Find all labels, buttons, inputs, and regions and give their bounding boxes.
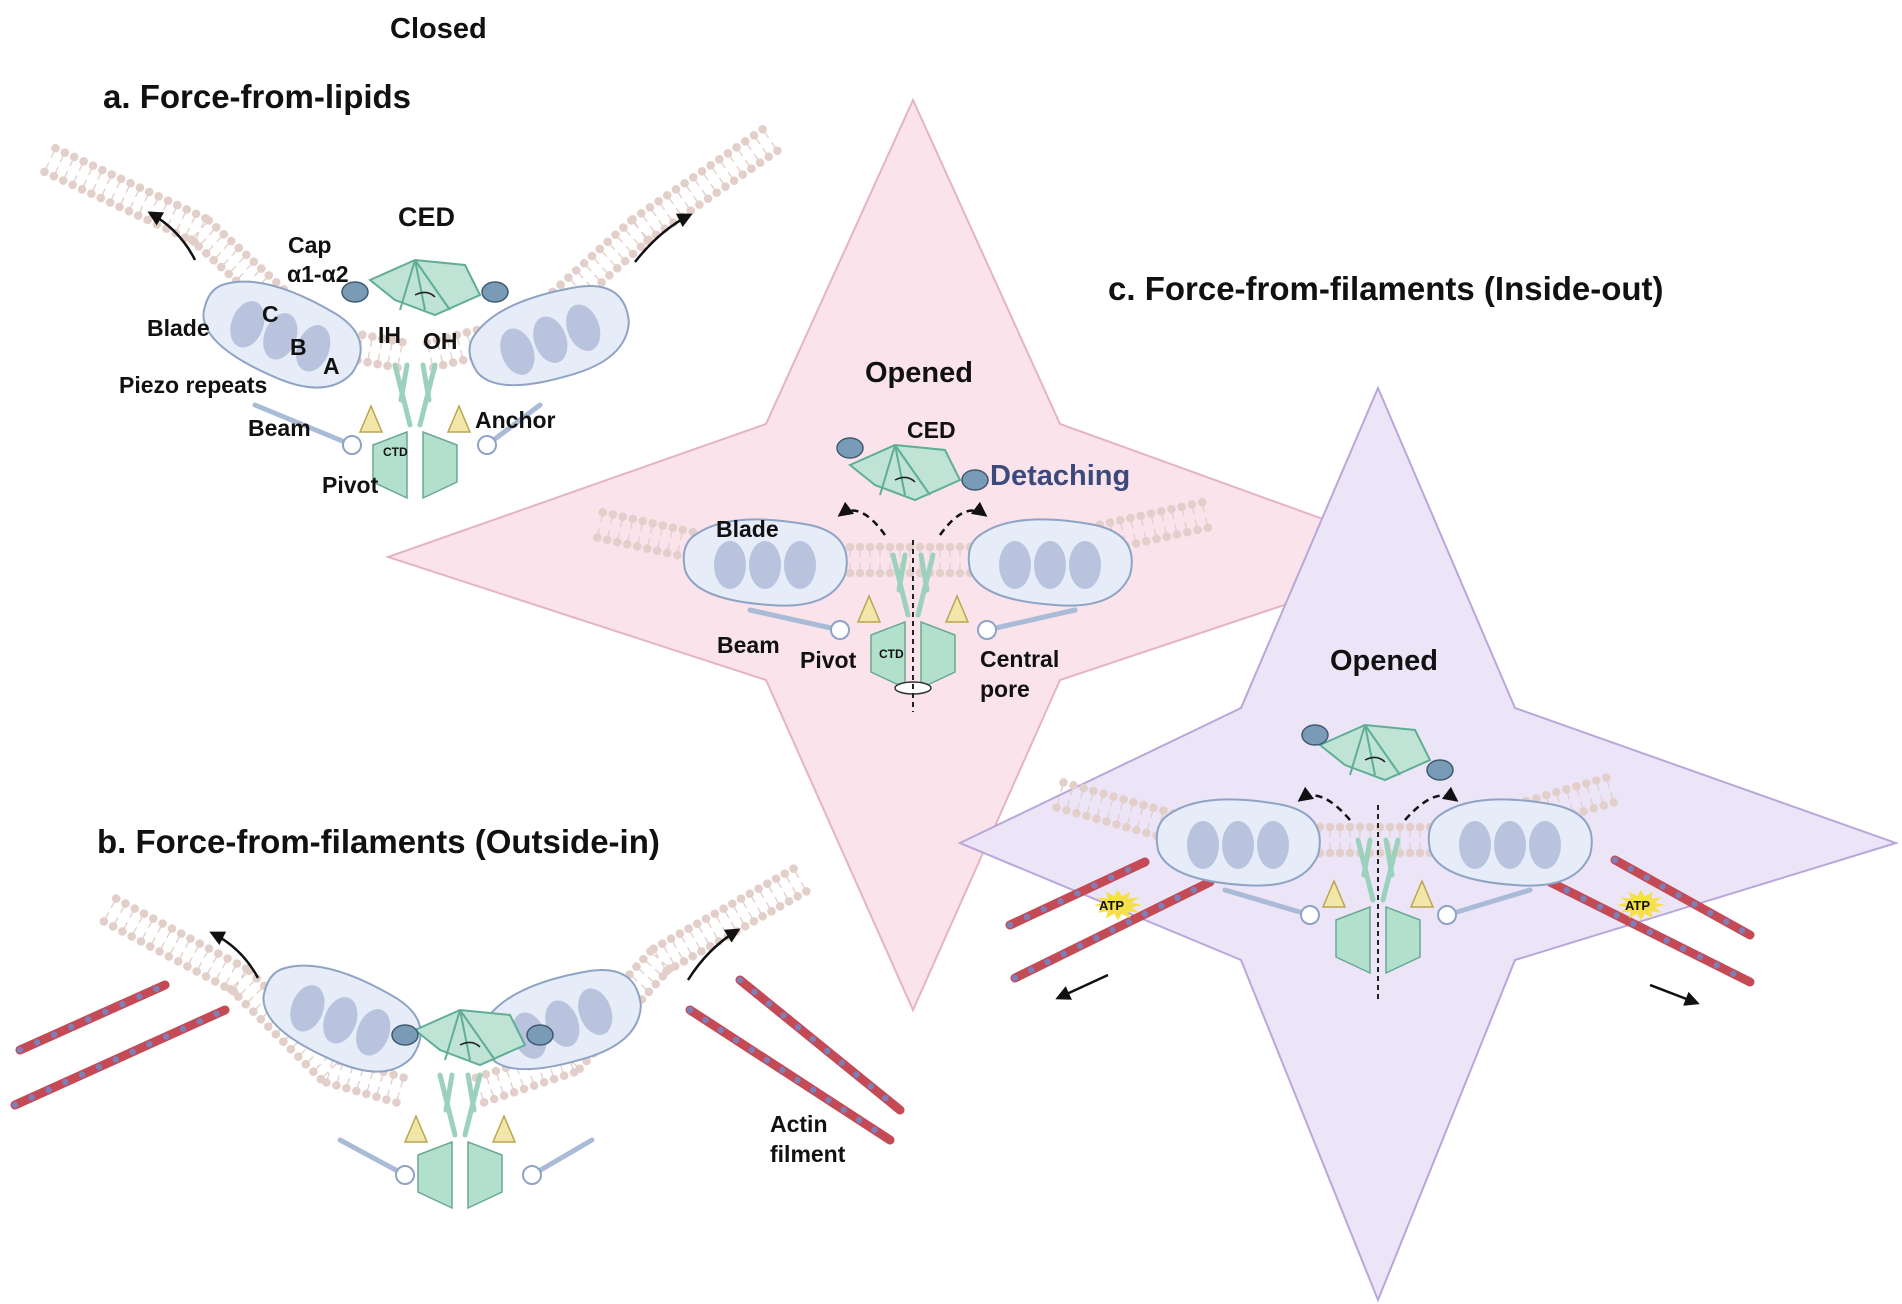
- anchor-label: Anchor: [475, 407, 556, 433]
- actin-label-line1: Actin: [770, 1111, 828, 1137]
- blade-open2-left: [1155, 798, 1321, 887]
- section-b-title: b. Force-from-filaments (Outside-in): [97, 823, 660, 860]
- opened-state-star-background: [384, 97, 1432, 1013]
- central-pore-label-line1: Central: [980, 646, 1059, 672]
- central-pore-label-line2: pore: [980, 676, 1030, 702]
- blade-open-left: [682, 518, 848, 607]
- ced-label: CED: [398, 202, 455, 232]
- opened-state-star-background-c: [957, 385, 1900, 1303]
- ced-open-2: [1318, 723, 1432, 782]
- beam-b-right: [522, 1137, 595, 1185]
- ced-open-1: [848, 443, 962, 502]
- repeat-b-label: B: [290, 334, 307, 360]
- beam-b-left: [337, 1137, 415, 1185]
- actin-b-left-2: [10, 1005, 230, 1110]
- cap-open-1-left: [836, 437, 864, 459]
- ced-a: [368, 258, 482, 317]
- beam-open2-right: [1437, 887, 1533, 925]
- repeat-a-label: A: [323, 353, 340, 379]
- blade-label: Blade: [147, 315, 210, 341]
- arrow-a-right: [634, 213, 693, 263]
- beam-a-right: [477, 402, 543, 455]
- cap-a-left: [341, 281, 369, 303]
- arrow-a-left: [147, 211, 197, 261]
- beam-open-left: [747, 607, 850, 640]
- blade-open-label: Blade: [716, 516, 779, 542]
- opened-title-2: Opened: [1330, 645, 1438, 677]
- blade-open-right: [967, 518, 1133, 607]
- arrow-b-left: [209, 931, 260, 979]
- actin-c-right-2: [1610, 855, 1755, 940]
- actin-filaments: [10, 855, 1755, 1145]
- closed-state-title: Closed: [390, 13, 487, 45]
- cap-open-2-right: [1426, 759, 1454, 781]
- atp-badge-right: ATP: [1616, 889, 1666, 921]
- atp-label-left: ATP: [1099, 898, 1124, 913]
- actin-b-left-1: [15, 980, 170, 1055]
- repeat-c-label: C: [262, 301, 279, 327]
- beam-open2-left: [1222, 887, 1320, 925]
- arrow-c-left: [1055, 973, 1109, 1000]
- blade-a-right: [468, 284, 630, 387]
- cap-b-right: [526, 1024, 554, 1046]
- blade-a-left: [202, 280, 362, 389]
- pore-core-b: [403, 1072, 517, 1210]
- piezo-channels: [202, 258, 1593, 1210]
- atp-label-right: ATP: [1625, 898, 1650, 913]
- actin-b-right-2: [685, 1005, 895, 1145]
- outer-helix-label: OH: [423, 328, 458, 354]
- inner-helix-label: IH: [378, 322, 401, 348]
- ced-b: [413, 1008, 527, 1067]
- arrow-b-right: [686, 928, 741, 981]
- cap-open-2-left: [1301, 724, 1329, 746]
- arrow-c-right: [1649, 983, 1700, 1006]
- pivot-label: Pivot: [322, 472, 379, 498]
- lipid-flow-open-1-right: [938, 501, 988, 536]
- ctd-label: CTD: [383, 445, 408, 459]
- atp-badge-left: ATP: [1093, 889, 1143, 921]
- actin-label-line2: filment: [770, 1141, 846, 1167]
- actin-c-left-1: [1005, 857, 1150, 930]
- pore-core-open-2: [1321, 837, 1435, 975]
- beam-open-label: Beam: [717, 632, 780, 658]
- blade-b-left: [262, 964, 422, 1073]
- section-a-title: a. Force-from-lipids: [103, 78, 411, 115]
- section-c-title: c. Force-from-filaments (Inside-out): [1108, 270, 1664, 307]
- lipid-flow-open-1-left: [837, 501, 887, 536]
- cap-b-left: [391, 1024, 419, 1046]
- force-arrows: [147, 211, 1700, 1006]
- cap-label: Cap: [288, 232, 331, 258]
- lipid-flow-open-2-right: [1404, 786, 1459, 821]
- ced-open-label: CED: [907, 417, 956, 443]
- cap-a-right: [481, 281, 509, 303]
- pore-core-a: [358, 362, 472, 500]
- actin-b-right-1: [735, 975, 905, 1115]
- blade-open2-right: [1427, 798, 1593, 887]
- beam-open-right: [977, 607, 1078, 640]
- ctd-open-label: CTD: [879, 647, 904, 661]
- cap-subunit-label: α1-α2: [287, 261, 349, 287]
- membrane-b-right: [471, 864, 811, 1107]
- cap-open-1-right: [961, 469, 989, 491]
- actin-c-left-2: [1010, 877, 1215, 983]
- opened-title-1: Opened: [865, 357, 973, 389]
- piezo-repeats-label: Piezo repeats: [119, 372, 267, 398]
- beam-label: Beam: [248, 415, 311, 441]
- pivot-open-label: Pivot: [800, 647, 857, 673]
- detaching-label: Detaching: [990, 460, 1130, 492]
- beam-a-left: [252, 402, 362, 455]
